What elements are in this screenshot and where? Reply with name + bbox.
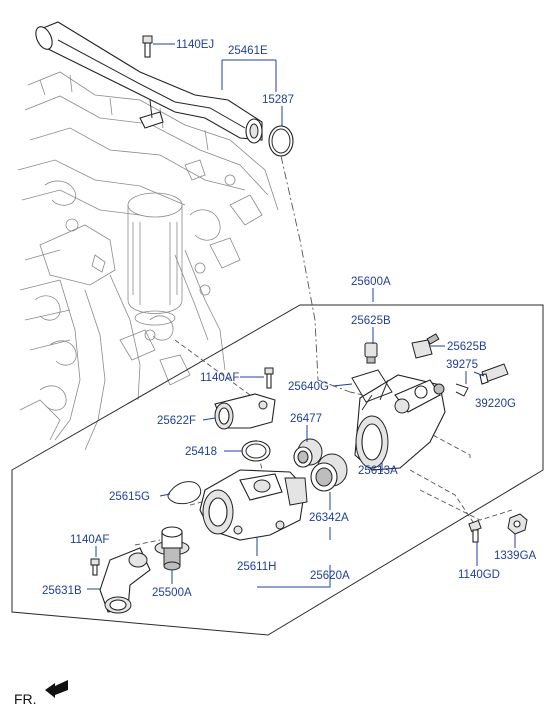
label-1140AF-top[interactable]: 1140AF	[200, 372, 239, 384]
part-labels: 1140EJ 25461E 15287 25600A 25625B 25625B…	[42, 39, 537, 599]
sensor-25625B-right	[411, 333, 440, 359]
bolt-1140EJ	[142, 35, 153, 58]
bolt-1140AF-bottom	[90, 558, 100, 576]
label-26342A[interactable]: 26342A	[309, 512, 349, 524]
label-25613A[interactable]: 25613A	[358, 465, 398, 477]
label-25620A[interactable]: 25620A	[310, 570, 350, 582]
label-25418[interactable]: 25418	[185, 446, 217, 458]
label-25500A[interactable]: 25500A	[152, 587, 192, 599]
housing-25611H	[199, 469, 308, 541]
gasket-25640G	[351, 369, 393, 403]
housing-25613A	[354, 374, 446, 471]
label-25622F[interactable]: 25622F	[157, 415, 196, 427]
label-1140AF-bottom[interactable]: 1140AF	[70, 534, 109, 546]
assembly-boundary	[11, 304, 544, 636]
label-26477[interactable]: 26477	[290, 413, 322, 425]
label-25611H[interactable]: 25611H	[237, 561, 276, 573]
front-arrow-icon	[45, 680, 68, 698]
bolt-1140AF-top	[264, 367, 274, 389]
label-39220G[interactable]: 39220G	[475, 398, 516, 410]
label-1339GA[interactable]: 1339GA	[494, 550, 537, 562]
o-ring-15287	[268, 125, 294, 157]
nut-1339GA	[507, 513, 528, 535]
o-ring-25418	[241, 440, 271, 462]
label-25461E[interactable]: 25461E	[228, 45, 268, 57]
front-label: FR.	[14, 691, 37, 707]
label-25600A[interactable]: 25600A	[351, 276, 391, 288]
label-25640G[interactable]: 25640G	[288, 381, 329, 393]
label-1140GD[interactable]: 1140GD	[458, 569, 500, 581]
label-25625B-right[interactable]: 25625B	[447, 341, 487, 353]
front-indicator: FR.	[14, 680, 68, 707]
bolt-1140GD	[468, 519, 482, 543]
thermostat-25500A	[154, 526, 190, 571]
label-25615G[interactable]: 25615G	[109, 491, 150, 503]
label-1140EJ[interactable]: 1140EJ	[176, 39, 214, 51]
label-25631B[interactable]: 25631B	[42, 585, 82, 597]
fitting-25622F	[214, 393, 276, 430]
sensor-39220G	[479, 363, 509, 385]
label-39275[interactable]: 39275	[446, 359, 478, 371]
engine-block-illustration	[17, 71, 279, 451]
fitting-25631B	[99, 547, 151, 614]
sensor-25625B-left	[364, 342, 378, 364]
gasket-25615G	[167, 481, 202, 505]
label-15287[interactable]: 15287	[262, 94, 294, 106]
water-pipe-25461E	[35, 21, 263, 144]
connector-26477	[293, 438, 323, 468]
leader-lines	[87, 43, 516, 590]
label-25625B-left[interactable]: 25625B	[351, 315, 391, 327]
seal-26342A	[310, 453, 348, 492]
clip-39275	[455, 383, 469, 397]
